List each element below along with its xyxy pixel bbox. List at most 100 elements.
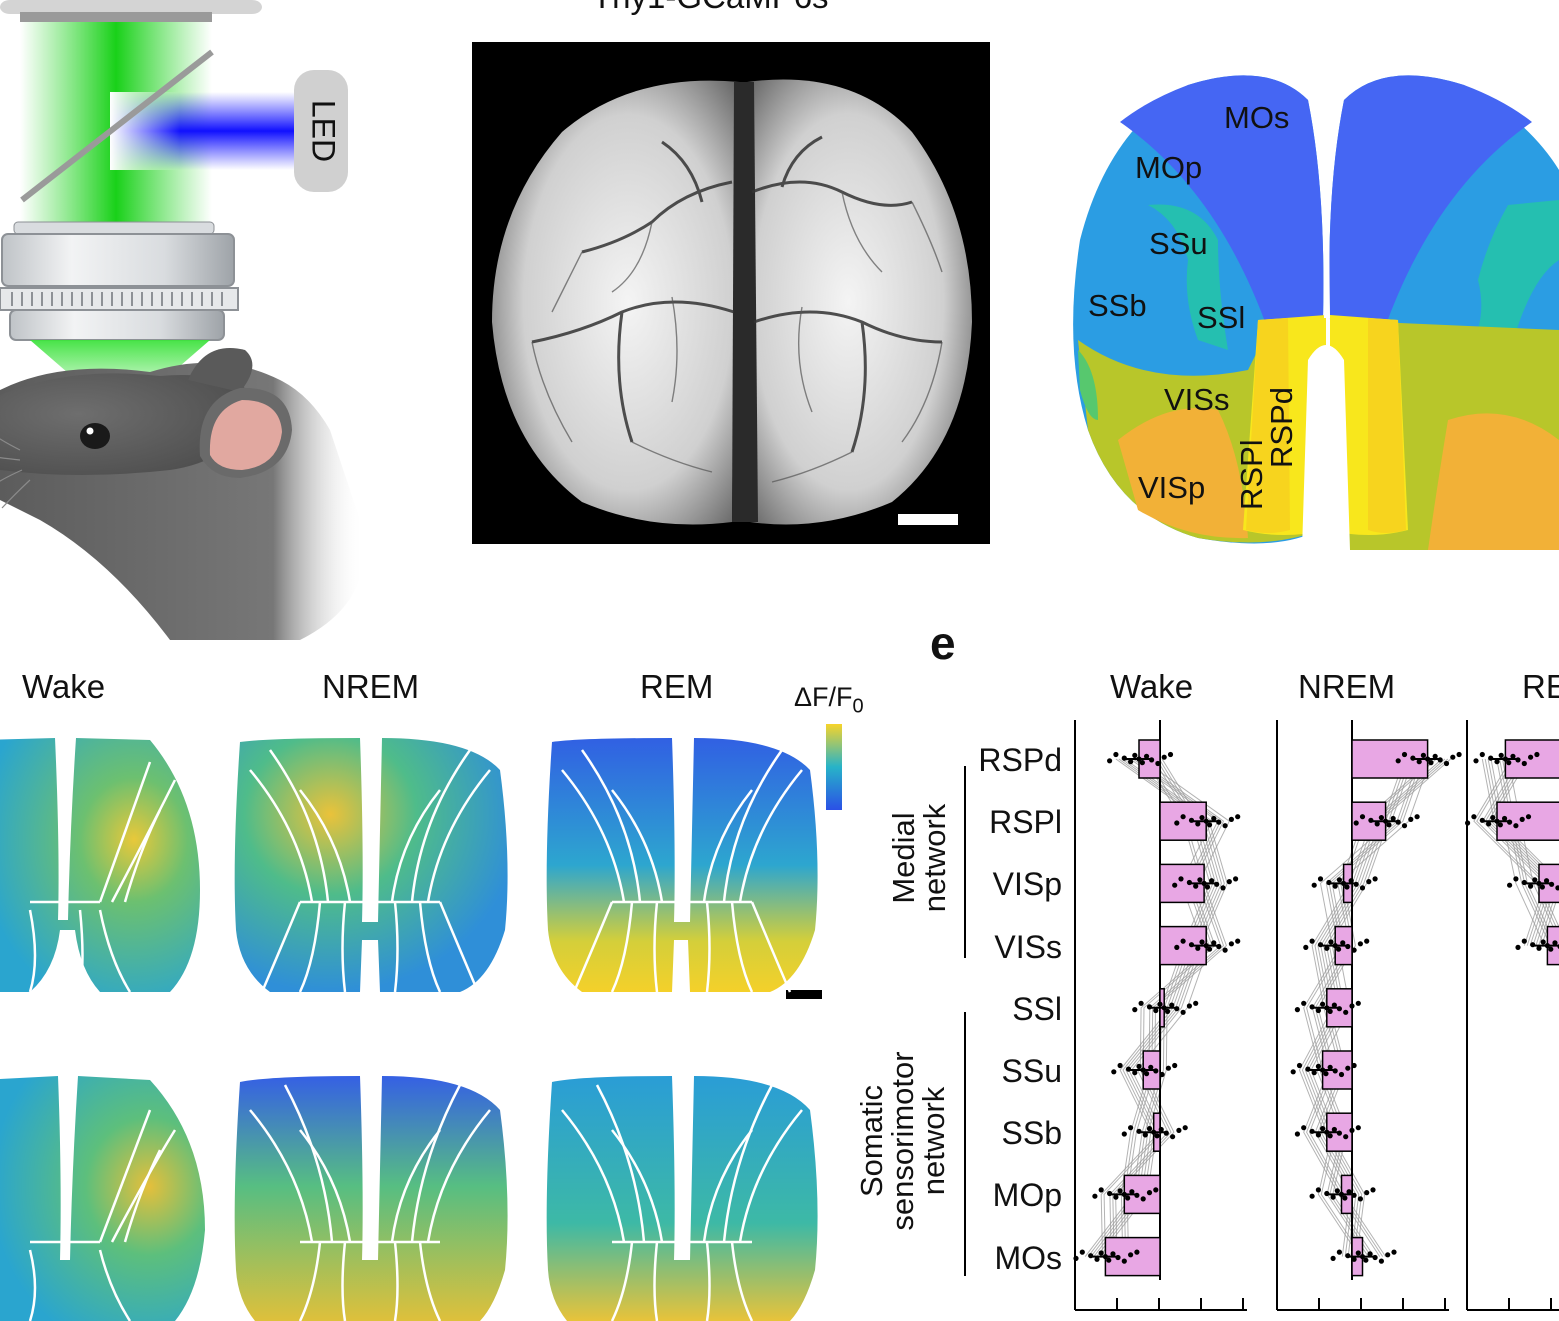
data-point	[1355, 1000, 1361, 1006]
data-point	[1414, 814, 1420, 820]
data-point	[1315, 1063, 1321, 1069]
data-point	[1204, 884, 1211, 890]
widefield-brain-image	[472, 42, 990, 544]
data-point	[1479, 817, 1485, 823]
data-point	[1385, 1252, 1391, 1258]
data-point	[1336, 1249, 1342, 1255]
data-point	[1110, 1251, 1116, 1257]
data-point	[1327, 1133, 1333, 1139]
subject-trace	[1115, 758, 1225, 1257]
data-point	[1146, 1126, 1153, 1132]
data-point	[1155, 760, 1161, 767]
data-point	[1107, 1190, 1113, 1197]
data-point	[1346, 1189, 1352, 1195]
colorbar-label-sub: 0	[852, 695, 864, 718]
data-point	[1323, 1071, 1329, 1077]
data-point	[1351, 947, 1357, 953]
data-point	[1401, 823, 1408, 829]
data-point	[1366, 879, 1372, 885]
data-point	[1340, 940, 1346, 946]
data-point	[1197, 877, 1203, 883]
data-point	[1364, 938, 1370, 944]
data-point	[1143, 753, 1150, 759]
data-point	[1465, 820, 1471, 826]
data-point	[1539, 884, 1545, 890]
data-point	[1332, 1068, 1338, 1074]
data-point	[1364, 1190, 1370, 1196]
data-point	[1180, 1009, 1186, 1015]
data-point	[1079, 1249, 1085, 1255]
data-point	[1226, 879, 1232, 885]
data-point	[1143, 1071, 1150, 1077]
data-point	[1132, 1070, 1138, 1076]
data-point	[1355, 1125, 1361, 1131]
data-point	[1479, 751, 1485, 758]
chart-state-nrem: NREM	[1298, 668, 1396, 705]
map-rem-bottom	[546, 1076, 818, 1321]
microscope-mouse-illustration: LED	[0, 0, 364, 640]
subject-trace	[1496, 758, 1551, 946]
row-label-mos: MOs	[994, 1239, 1062, 1276]
data-point	[1359, 814, 1366, 820]
data-point	[1530, 942, 1536, 948]
colorbar	[826, 724, 842, 810]
data-point	[1528, 754, 1534, 760]
subject-trace	[1507, 758, 1559, 941]
row-label-rspl: RSPl	[989, 804, 1062, 841]
data-point	[1121, 1131, 1127, 1137]
subject-trace	[1481, 758, 1557, 946]
data-point	[1148, 1064, 1154, 1070]
network-bar-chart	[1073, 720, 1559, 1311]
data-point	[1311, 882, 1317, 888]
data-point	[1548, 946, 1554, 952]
data-point	[1136, 1128, 1142, 1134]
somatic-bracket	[964, 1012, 966, 1276]
data-point	[1216, 819, 1222, 825]
data-point	[1534, 751, 1540, 758]
data-point	[1334, 1188, 1340, 1194]
data-point	[1111, 1069, 1117, 1075]
data-point	[1117, 1188, 1123, 1194]
data-point	[1528, 883, 1534, 889]
data-point	[1180, 814, 1186, 820]
data-point	[1134, 1249, 1140, 1255]
data-point	[1113, 1194, 1119, 1200]
data-point	[1170, 1134, 1176, 1140]
subject-trace	[1112, 758, 1222, 1257]
data-point	[1510, 753, 1516, 759]
data-point	[1544, 943, 1550, 949]
data-point	[1498, 752, 1504, 758]
data-point	[1235, 938, 1241, 944]
panel-a-title: Thy1-GCaMP6s	[592, 0, 829, 16]
cortical-atlas: MOs MOp SSu SSb SSl VISs RSPd RSPl VISp	[1068, 60, 1559, 550]
data-point	[1513, 823, 1519, 829]
subject-trace	[1490, 758, 1554, 946]
data-point	[1158, 1126, 1164, 1133]
data-point	[1121, 1191, 1127, 1197]
data-point	[1506, 760, 1512, 766]
data-point	[1372, 1254, 1378, 1261]
data-point	[1309, 938, 1315, 944]
subject-trace	[1303, 758, 1423, 1257]
state-maps	[0, 738, 818, 1321]
data-point	[1324, 1005, 1330, 1011]
region-label-ssb: SSb	[1088, 288, 1147, 323]
data-point	[1437, 757, 1443, 763]
subject-trace	[1476, 758, 1559, 929]
data-point	[1494, 759, 1500, 765]
data-point	[1349, 1127, 1355, 1133]
data-point	[1536, 945, 1542, 951]
led-label: LED	[306, 100, 342, 162]
atlas-map	[1073, 60, 1559, 550]
data-point	[1176, 1127, 1182, 1133]
data-point	[1115, 1254, 1121, 1261]
data-point	[1094, 1256, 1100, 1262]
data-point	[1211, 940, 1217, 946]
data-point	[1525, 814, 1532, 820]
data-point	[1222, 947, 1228, 953]
data-point	[1303, 944, 1309, 950]
data-point	[1408, 816, 1414, 822]
data-point	[1139, 760, 1145, 766]
data-point	[1342, 1195, 1348, 1201]
brain-vasculature-image	[492, 79, 972, 525]
